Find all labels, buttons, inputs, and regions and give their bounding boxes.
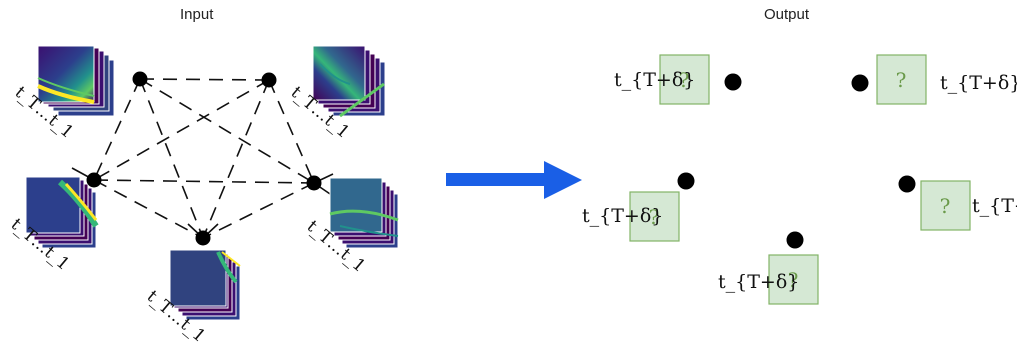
graph-node [195, 230, 211, 246]
output-node [786, 231, 804, 249]
prediction-box: ? [920, 180, 971, 231]
prediction-boxes: ? ? ? ? ? [629, 54, 971, 305]
graph-node [261, 72, 277, 88]
heatmap-stack [37, 45, 115, 117]
graph-node [306, 175, 322, 191]
edge [93, 78, 141, 181]
time-label-output: t_{T+δ} [718, 271, 799, 293]
time-label-output: t_{T+δ} [614, 69, 695, 91]
question-mark: ? [788, 268, 799, 292]
heatmap-stack [329, 177, 399, 249]
edge [93, 179, 315, 184]
heatmap-stack [169, 249, 241, 321]
output-node [724, 73, 742, 91]
edge [139, 78, 270, 81]
edge [139, 78, 315, 184]
output-node [677, 172, 695, 190]
prediction-box: ? [659, 54, 710, 105]
transition-arrow [446, 161, 582, 199]
question-mark: ? [896, 68, 907, 92]
question-mark: ? [649, 205, 660, 229]
output-nodes [677, 73, 916, 249]
output-node [898, 175, 916, 193]
question-mark: ? [940, 194, 951, 218]
heatmap-stack [312, 45, 386, 118]
edge [202, 182, 315, 239]
output-node [851, 74, 869, 92]
graph-nodes [86, 71, 322, 246]
output-title: Output [764, 6, 810, 23]
graph-node [86, 172, 102, 188]
prediction-box: ? [629, 191, 680, 242]
edge [202, 79, 270, 239]
question-mark: ? [679, 68, 690, 92]
edge [268, 79, 315, 184]
graph-node [132, 71, 148, 87]
heatmap-stack [25, 176, 99, 249]
time-label-output: t_{T+δ} [582, 205, 663, 227]
prediction-box: ? [876, 54, 927, 105]
time-label-output: t_{T+δ} [972, 195, 1017, 217]
edge [93, 179, 204, 239]
edge [139, 78, 204, 239]
prediction-box: ? [768, 254, 819, 305]
input-title: Input [180, 6, 214, 23]
edge [93, 79, 270, 181]
time-label-output: t_{T+δ} [940, 72, 1017, 94]
